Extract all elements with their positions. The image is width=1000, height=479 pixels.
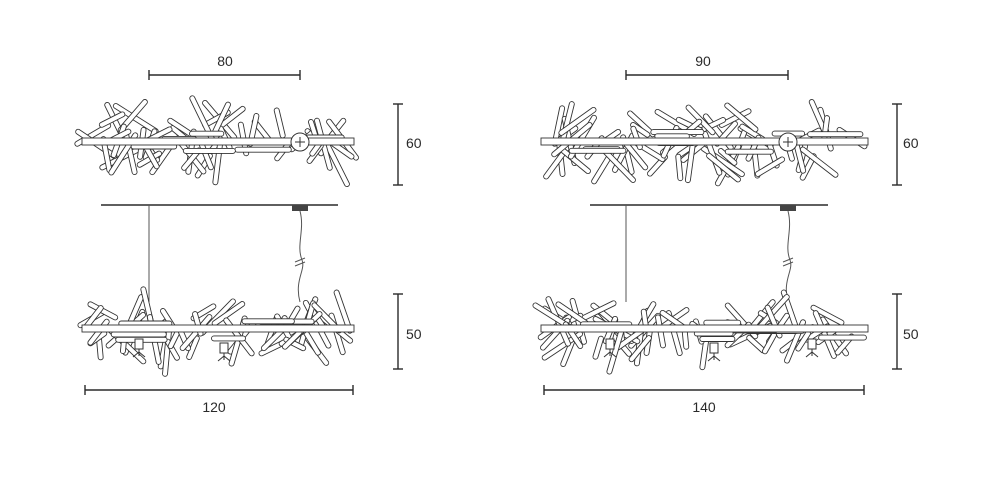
crystal-stick [333,289,353,334]
power-cable [297,210,304,303]
crystal-stick [182,147,236,154]
crystal-stick [630,122,651,138]
crystal-stick [186,335,200,360]
crystal-stick [724,148,774,155]
crystal-stick [189,130,225,137]
total-width-dimension: 120 [84,385,354,415]
top-height-label: 60 [903,135,919,151]
light-bulb-icon [805,338,819,358]
total-width-dimension: 140 [543,385,865,415]
crystal-stick [699,336,736,342]
top-width-dimension: 90 [625,53,789,80]
light-bulb-icon [603,338,617,358]
light-bulb-icon [707,342,721,362]
crystal-stick [273,107,286,139]
crystal-stick [211,335,246,342]
top-width-label: 90 [695,53,711,69]
canopy-plate [780,205,796,211]
side-view-ring-rod [540,324,869,333]
crystal-stick [706,152,741,183]
crystal-stick [568,147,627,154]
total-width-label: 120 [202,399,226,415]
crystal-stick [703,319,742,326]
light-bulb-icon [217,342,231,362]
crystal-stick [628,335,652,363]
side-view-ring-rod [81,324,355,333]
bottom-height-dimension: 50 [393,293,422,370]
crystal-stick [818,334,867,341]
drawing-large: 90 60 [532,53,919,415]
canopy-plate [292,205,308,211]
top-height-dimension: 60 [892,103,919,186]
top-view-ring-rod [540,137,869,146]
bottom-height-label: 50 [903,326,919,342]
crystal-stick [558,106,597,136]
light-bulb-icon [132,338,146,358]
crystal-stick [592,335,604,360]
top-width-dimension: 80 [148,53,301,80]
crystal-stick [110,331,167,338]
top-height-label: 60 [406,135,422,151]
crystal-stick [810,304,845,326]
crystal-stick [551,105,566,147]
crystal-stick [87,301,119,321]
bottom-height-dimension: 50 [892,293,919,370]
crystal-stick [724,102,759,133]
crystal-stick [717,148,738,166]
crystal-stick [754,156,786,177]
ceiling-mount-icon [290,132,310,152]
side-view-sticks [77,286,354,377]
bottom-height-label: 50 [406,326,422,342]
drawing-small: 80 60 [74,53,422,415]
crystal-stick [234,146,292,153]
top-view-ring-rod [81,137,355,146]
power-cable [785,210,792,303]
crystal-stick [241,318,295,325]
ceiling-mount-icon [778,132,798,152]
crystal-stick [799,146,839,178]
total-width-label: 140 [692,399,716,415]
top-width-label: 80 [217,53,233,69]
crystal-stick [718,108,752,128]
crystal-stick [98,111,126,128]
crystal-stick [807,131,864,138]
top-height-dimension: 60 [393,103,422,186]
